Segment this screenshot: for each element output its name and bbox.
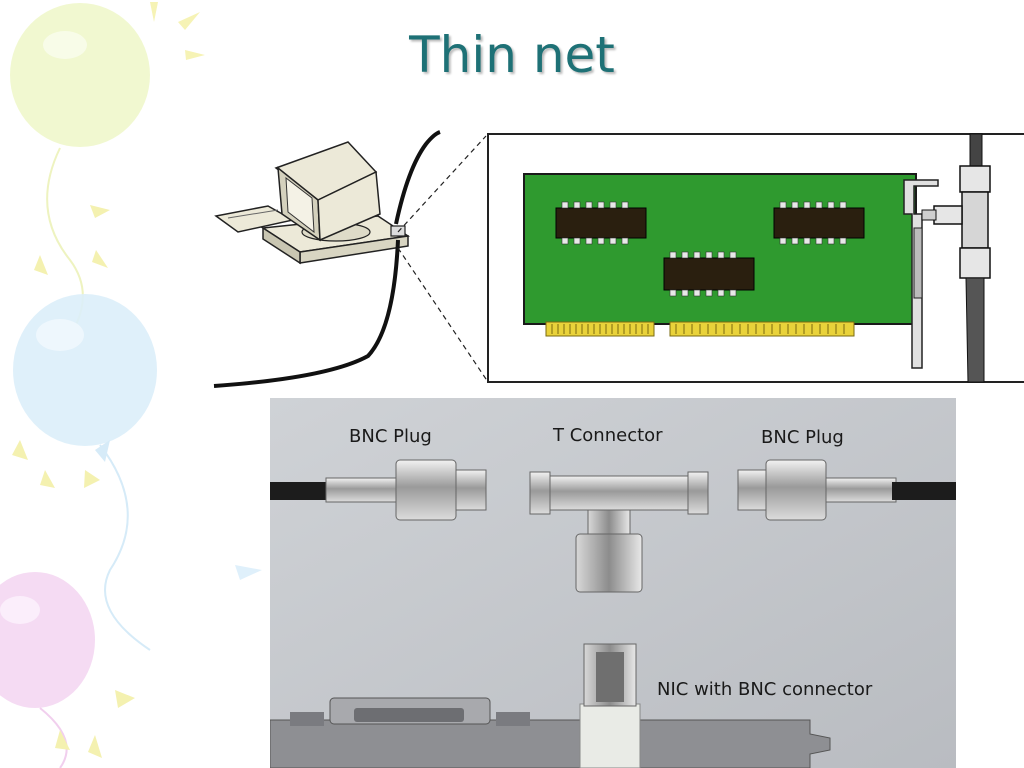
thinnet-illustration xyxy=(208,128,1024,390)
label-nic-with-bnc-connector: NIC with BNC connector xyxy=(657,679,872,700)
label-bnc-plug-right: BNC Plug xyxy=(761,427,844,448)
label-t-connector: T Connector xyxy=(553,425,663,446)
label-bnc-plug-left: BNC Plug xyxy=(349,426,432,447)
bnc-connectors-photo: BNC Plug T Connector BNC Plug NIC with B… xyxy=(270,398,956,768)
slide-title: Thin net xyxy=(300,26,724,84)
computer-icon xyxy=(216,142,408,263)
bnc-connectors-drawing xyxy=(270,398,956,768)
